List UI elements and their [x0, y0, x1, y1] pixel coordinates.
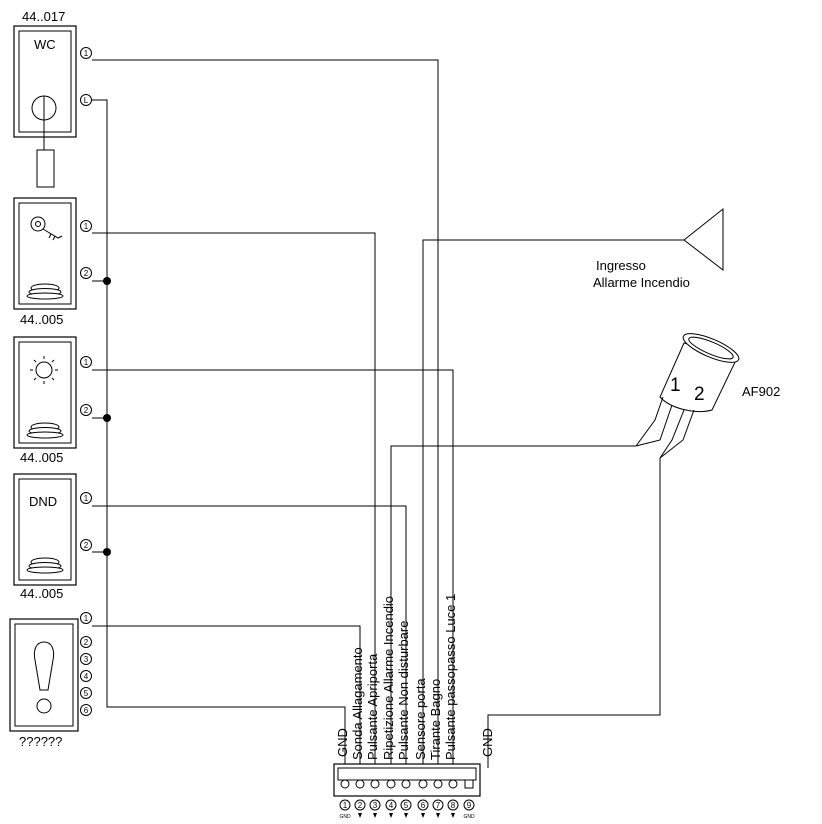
connector-screw [355, 779, 365, 789]
unknown-device: ?????? [9, 618, 79, 749]
connector-arrow [358, 813, 362, 818]
svg-text:5: 5 [84, 689, 89, 698]
connector-screw [386, 779, 396, 789]
exclamation-icon [33, 641, 55, 691]
unknown-device-code: ?????? [19, 734, 62, 749]
connector-arrow [373, 813, 377, 818]
connector-arrow [421, 813, 425, 818]
connector-pin-sub: GND [339, 814, 351, 820]
key-icon [30, 216, 63, 241]
connector-pin-number: 4 [389, 801, 394, 810]
connector-pin-number: 9 [467, 801, 472, 810]
wires [92, 59, 684, 768]
push-button-icon [26, 557, 64, 574]
connector-label: GND [335, 728, 350, 757]
connector-pin [447, 799, 459, 811]
connector-label: Pulsante passopasso Luce 1 [443, 594, 458, 760]
connector-pin-number: 5 [404, 801, 409, 810]
svg-text:3: 3 [84, 655, 89, 664]
connector-screw [401, 779, 411, 789]
svg-text:L: L [84, 96, 89, 105]
connector-pin [354, 799, 366, 811]
connector-screw [340, 779, 350, 789]
device-terminals: 1 L 1 2 1 2 1 2 1 2 3 4 5 6 [80, 47, 92, 716]
fire-alarm-input: Ingresso Allarme Incendio [593, 207, 724, 290]
connector-pin [400, 799, 412, 811]
connector-screw [433, 779, 443, 789]
svg-text:2: 2 [84, 269, 89, 278]
pull-cord-handle [36, 149, 55, 188]
connector-label: Sensore porta [413, 678, 428, 760]
svg-text:1: 1 [84, 614, 89, 623]
wc-label: WC [34, 37, 56, 52]
fire-alarm-line2: Allarme Incendio [593, 275, 690, 290]
push-button-icon [26, 422, 64, 439]
svg-text:2: 2 [84, 541, 89, 550]
connector-pin [385, 799, 397, 811]
connector-pin-number: 8 [451, 801, 456, 810]
fire-alarm-line1: Ingresso [596, 258, 646, 273]
door-opener-code: 44..005 [20, 312, 63, 327]
connector-arrow [451, 813, 455, 818]
connector-pin [369, 799, 381, 811]
dnd-device: DND 44..005 [13, 473, 77, 601]
connector-arrow [404, 813, 408, 818]
connector-label: Ripetizione Allarme Incendio [381, 596, 396, 760]
af902-label: AF902 [742, 384, 780, 399]
connector-pin-number: 3 [373, 801, 378, 810]
connector-arrow [436, 813, 440, 818]
connector-label: Sonda Allagamento [350, 647, 365, 760]
svg-text:1: 1 [84, 358, 89, 367]
dnd-device-code: 44..005 [20, 586, 63, 601]
connector-label: Pulsante Non disturbare [396, 621, 411, 760]
connector-pin-number: 6 [421, 801, 426, 810]
svg-text:6: 6 [84, 706, 89, 715]
door-opener-device: 44..005 [13, 197, 77, 327]
svg-text:2: 2 [84, 638, 89, 647]
connector-pin [339, 799, 351, 811]
af902-pin2: 2 [694, 384, 705, 405]
connector-screw [418, 779, 428, 789]
svg-text:1: 1 [84, 494, 89, 503]
connector-label: Pulsante Apriporta [365, 653, 380, 760]
sun-icon [30, 356, 58, 384]
light-device: 44..005 [13, 336, 77, 465]
connector-screw [464, 779, 474, 789]
connector-pin [417, 799, 429, 811]
connector-screw [448, 779, 458, 789]
connector-pin [463, 799, 475, 811]
af902-sensor: 1 2 AF902 [635, 333, 780, 459]
connector-pin-number: 1 [343, 801, 348, 810]
connector-screw [370, 779, 380, 789]
connector-label: Tirante Bagno [428, 679, 443, 760]
light-device-code: 44..005 [20, 450, 63, 465]
connector-label: GND [480, 728, 495, 757]
wc-device-code: 44..017 [22, 9, 65, 24]
svg-text:1: 1 [84, 222, 89, 231]
connector-pin-number: 7 [436, 801, 441, 810]
svg-text:2: 2 [84, 406, 89, 415]
antenna-icon [683, 207, 724, 272]
svg-text:4: 4 [84, 672, 89, 681]
svg-text:1: 1 [84, 49, 89, 58]
dnd-label: DND [29, 494, 57, 509]
push-button-icon [26, 283, 64, 300]
connector-pin [432, 799, 444, 811]
connector-pin-sub: GND [463, 814, 475, 820]
af902-pin1: 1 [670, 375, 681, 396]
wc-device: 44..017 WC [13, 9, 77, 188]
connector-pin-number: 2 [358, 801, 363, 810]
connector-arrow [389, 813, 393, 818]
